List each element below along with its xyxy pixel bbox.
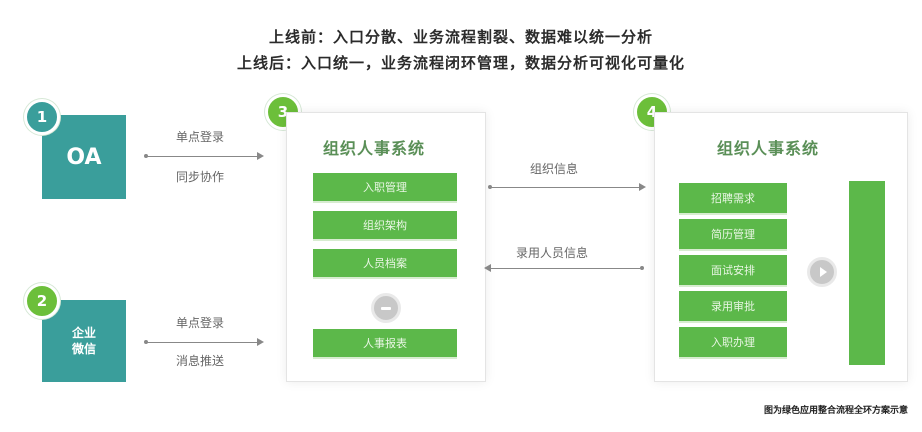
left-top-link-label-2: 同步协作 <box>176 170 225 184</box>
minus-circle-icon <box>371 293 401 323</box>
right-system-bar-1: 招聘需求 <box>679 183 787 215</box>
left-bottom-arrowhead <box>257 338 264 346</box>
left-bottom-arrow-line <box>146 342 258 343</box>
right-system-panel: 组织人事系统 招聘需求 简历管理 面试安排 录用审批 入职办理 <box>654 112 908 382</box>
right-system-bar-3: 面试安排 <box>679 255 787 287</box>
left-system-bar-3: 人员档案 <box>313 249 457 279</box>
step-badge-2: 2 <box>24 283 60 319</box>
right-system-tall-bar <box>849 181 885 365</box>
middle-bottom-link-label: 录用人员信息 <box>516 246 589 260</box>
left-top-arrow-line <box>146 156 258 157</box>
header-line-before: 上线前：入口分散、业务流程割裂、数据难以统一分析 <box>268 28 653 46</box>
header-line-after: 上线后：入口统一，业务流程闭环管理，数据分析可视化可量化 <box>236 54 685 72</box>
left-bottom-link-label-1: 单点登录 <box>176 316 225 330</box>
left-system-bar-4: 人事报表 <box>313 329 457 359</box>
right-system-bar-4: 录用审批 <box>679 291 787 323</box>
footnote: 图为绿色应用整合流程全环方案示意 <box>763 406 908 416</box>
left-bottom-link-label-2: 消息推送 <box>176 354 225 368</box>
right-system-title: 组织人事系统 <box>717 139 820 158</box>
oa-label: OA <box>66 144 102 170</box>
oa-box: OA <box>42 115 126 199</box>
left-system-bar-1: 入职管理 <box>313 173 457 203</box>
middle-top-arrowhead <box>639 183 646 191</box>
middle-bottom-arrow-line <box>490 268 640 269</box>
play-circle-icon <box>807 257 837 287</box>
middle-bottom-arrow-tail <box>640 266 644 270</box>
left-system-panel: 组织人事系统 入职管理 组织架构 人员档案 人事报表 <box>286 112 486 382</box>
middle-bottom-arrowhead <box>484 264 491 272</box>
enterprise-label-line1: 企业 <box>71 326 96 340</box>
enterprise-wechat-box: 企业 微信 <box>42 300 126 382</box>
right-system-bar-5: 入职办理 <box>679 327 787 359</box>
left-top-link-label-1: 单点登录 <box>176 130 225 144</box>
middle-top-link-label: 组织信息 <box>530 162 579 176</box>
left-system-title: 组织人事系统 <box>323 139 426 158</box>
left-system-bar-2: 组织架构 <box>313 211 457 241</box>
right-system-bar-2: 简历管理 <box>679 219 787 251</box>
middle-top-arrow-line <box>490 187 640 188</box>
left-top-arrowhead <box>257 152 264 160</box>
step-badge-1: 1 <box>24 99 60 135</box>
enterprise-label-line2: 微信 <box>71 342 96 356</box>
